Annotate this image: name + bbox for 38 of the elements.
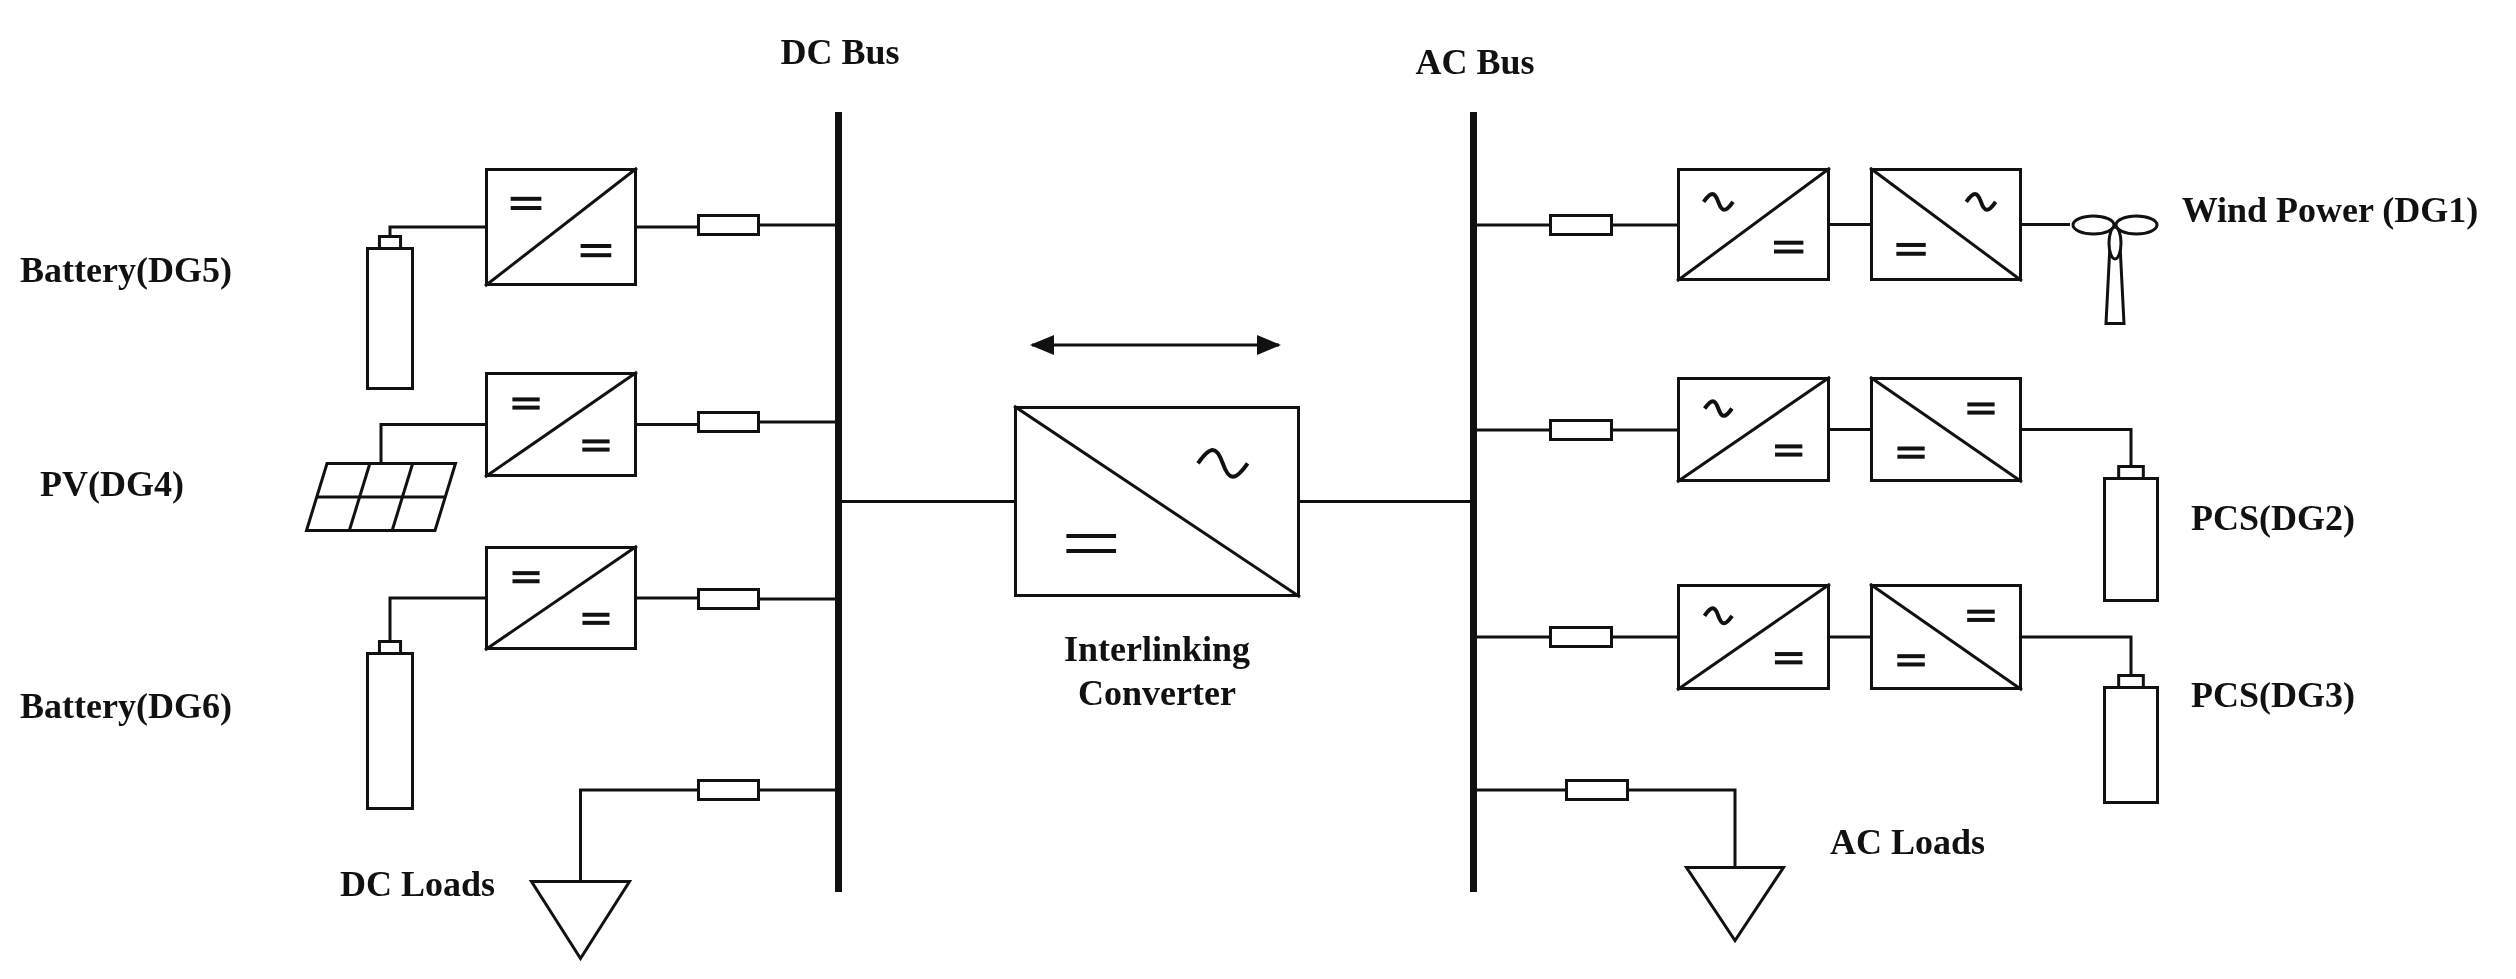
connection-line <box>637 596 697 600</box>
converter-label: Interlinking Converter <box>1062 628 1251 715</box>
connection-line <box>2022 223 2070 226</box>
component-label: Battery(DG5) <box>20 249 232 292</box>
connection-line <box>637 423 697 426</box>
connection-line <box>1477 635 1549 639</box>
connection-line <box>760 420 835 424</box>
connection-line <box>2022 428 2133 465</box>
connection-line <box>1613 223 1677 227</box>
component-label: DC Loads <box>340 863 496 906</box>
component-label: Wind Power (DG1) <box>2180 189 2480 232</box>
bus-label: AC Bus <box>1414 41 1536 84</box>
connection-line <box>388 225 485 235</box>
connection-line <box>379 423 485 462</box>
bus-label: DC Bus <box>779 31 901 74</box>
connection-line <box>760 223 835 227</box>
connection-line <box>1830 223 1870 226</box>
component-label: Battery(DG6) <box>20 685 232 728</box>
component-label: PCS(DG3) <box>2191 674 2355 717</box>
connection-line <box>637 225 697 229</box>
connection-line <box>760 597 835 601</box>
component-label: PV(DG4) <box>40 463 184 506</box>
connection-line <box>1477 788 1565 792</box>
connection-line <box>1629 788 1737 866</box>
connection-line <box>1477 223 1549 227</box>
connection-line <box>1477 428 1549 432</box>
connection-line <box>1830 428 1870 431</box>
connection-line <box>388 596 485 640</box>
component-label: PCS(DG2) <box>2191 497 2355 540</box>
connection-line <box>579 788 697 880</box>
connection-line <box>2022 635 2133 674</box>
connection-line <box>1613 635 1677 639</box>
connection-line <box>1613 428 1677 432</box>
connection-line <box>1830 635 1870 639</box>
connection-line <box>760 788 835 792</box>
connection-line <box>842 500 1014 503</box>
component-label: AC Loads <box>1830 821 1986 864</box>
connection-line <box>1300 500 1470 503</box>
